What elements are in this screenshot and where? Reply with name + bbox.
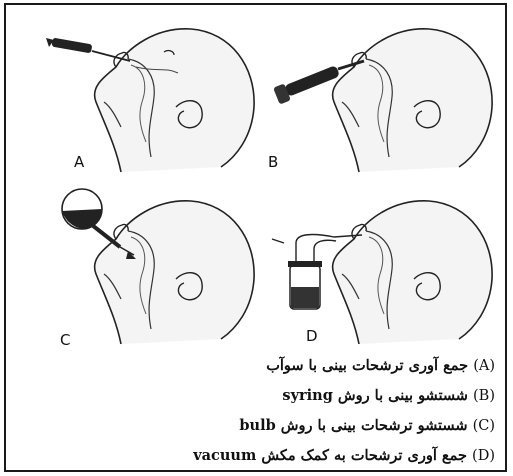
panel-c-label: C <box>60 331 70 349</box>
panel-a-label: A <box>74 153 84 171</box>
panel-b: B <box>254 7 504 177</box>
caption-a-letter: (A) <box>473 358 495 374</box>
caption-d-text: جمع آوری ترشحات به کمک مکش vacuum <box>193 447 467 464</box>
head-vacuum-illustration <box>254 179 504 349</box>
caption-c-text: شستشو ترشحات بینی با روش bulb <box>239 417 467 434</box>
caption-b-letter: (B) <box>473 388 495 404</box>
panel-a: A <box>16 7 266 177</box>
caption-c-letter: (C) <box>473 418 495 434</box>
panel-d-label: D <box>306 327 318 345</box>
caption-a: (A) جمع آوری ترشحات بینی با سوآب <box>5 351 495 381</box>
caption-d-letter: (D) <box>472 448 495 464</box>
head-swab-illustration <box>16 7 266 177</box>
caption-list: (A) جمع آوری ترشحات بینی با سوآب (B) شست… <box>5 351 495 471</box>
panel-b-label: B <box>268 153 278 171</box>
panel-d: D <box>254 179 504 349</box>
head-bulb-illustration <box>16 179 266 349</box>
head-syringe-illustration <box>254 7 504 177</box>
panel-c: C <box>16 179 266 349</box>
caption-a-text: جمع آوری ترشحات بینی با سوآب <box>266 357 468 374</box>
caption-b-text: شستشو بینی با روش syring <box>282 387 468 404</box>
swab-icon <box>46 38 130 61</box>
caption-b: (B) شستشو بینی با روش syring <box>5 381 495 411</box>
figure-frame: A B <box>4 3 507 472</box>
caption-c: (C) شستشو ترشحات بینی با روش bulb <box>5 411 495 441</box>
caption-d: (D) جمع آوری ترشحات به کمک مکش vacuum <box>5 441 495 471</box>
